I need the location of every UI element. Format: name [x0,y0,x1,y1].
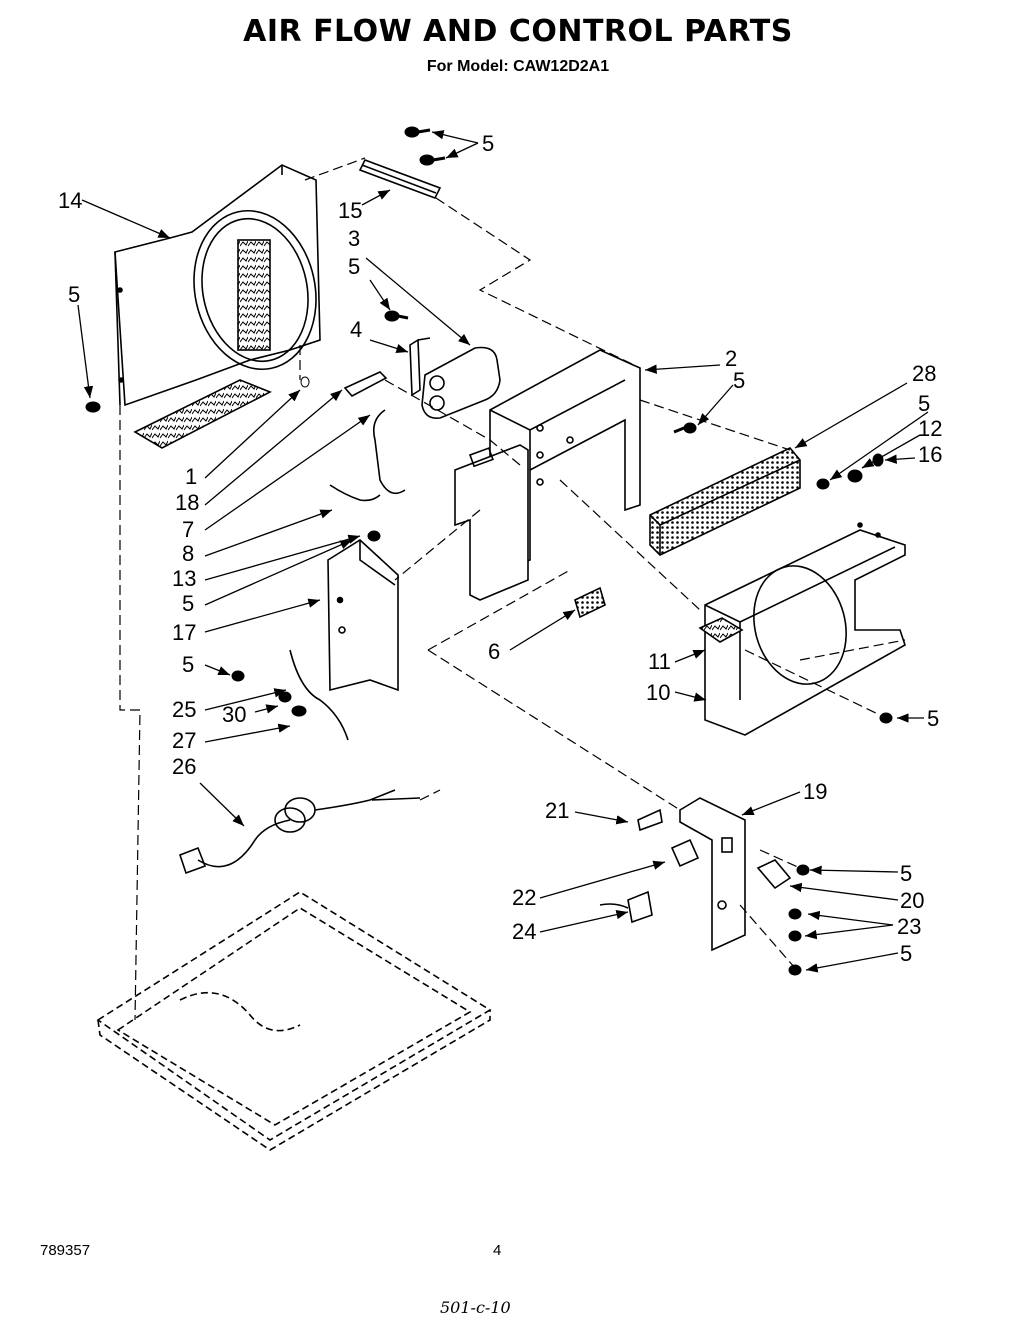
grille-part-28 [649,447,801,556]
callout-17: 17 [172,620,196,645]
callout-3: 3 [348,226,360,251]
callout-26: 26 [172,754,196,779]
capacitor-part-3 [421,346,501,420]
switch-part-22 [670,838,700,868]
blower-housing-part-10 [704,522,906,736]
leader-lines [77,130,929,973]
air-panel-part-14 [114,164,321,407]
page-title: AIR FLOW AND CONTROL PARTS [243,14,793,49]
callout-1: 1 [185,464,197,489]
callout-13: 13 [172,566,196,591]
nut-icon [847,469,863,483]
callout-30: 30 [222,702,246,727]
callout-16: 16 [918,442,942,467]
callout-10: 10 [646,680,670,705]
callout-5: 5 [900,861,912,886]
foam-strip-part-1 [133,379,272,449]
screw-icon [673,422,697,434]
callout-27: 27 [172,728,196,753]
callout-25: 25 [172,697,196,722]
screw-icon [788,908,802,920]
wire-part-8 [329,484,381,502]
screw-icon [85,401,101,413]
callout-23: 23 [897,914,921,939]
screw-icon [879,712,893,724]
screw-icon [872,453,884,467]
callout-19: 19 [803,779,827,804]
screw-icon [788,964,802,976]
callout-5: 5 [482,131,494,156]
clip-part-21 [637,808,663,832]
screw-icon [231,670,245,682]
callout-20: 20 [900,888,924,913]
callout-7: 7 [182,517,194,542]
capacitor-strap-part-4 [409,337,431,397]
control-plate-part-19 [679,797,746,952]
foam-seal-part-11 [698,617,744,643]
page-number: 4 [493,1242,502,1259]
bracket-part-15 [358,158,442,200]
callout-5: 5 [182,591,194,616]
callout-28: 28 [912,361,936,386]
callout-2: 2 [725,346,737,371]
clip-icon [300,376,310,388]
callout-5: 5 [182,652,194,677]
screw-icon [788,930,802,942]
callout-labels: 5 14 15 3 5 5 4 2 5 28 5 12 16 1 18 7 8 … [58,131,942,966]
callout-5: 5 [900,941,912,966]
callout-5: 5 [348,254,360,279]
callout-24: 24 [512,919,536,944]
screw-icon [796,864,810,876]
callout-6: 6 [488,639,500,664]
callout-5: 5 [68,282,80,307]
control-bracket-part-2 [454,349,641,601]
base-pan [96,891,492,1151]
bracket-part-18 [343,371,388,398]
knob-part-20 [756,859,792,890]
callout-21: 21 [545,798,569,823]
model-label: For Model: CAW12D2A1 [426,58,610,75]
callout-5: 5 [918,391,930,416]
callout-22: 22 [512,885,536,910]
screw-icon [367,530,381,542]
wire-part-7 [372,409,406,495]
callout-15: 15 [338,198,362,223]
callout-4: 4 [350,317,362,342]
callout-14: 14 [58,188,82,213]
power-cord-part-26 [179,789,421,875]
screw-icon [419,154,446,166]
thermostat-part-24 [599,890,653,924]
part-code: 789357 [40,1242,91,1259]
callout-18: 18 [175,490,199,515]
callout-8: 8 [182,541,194,566]
callout-5: 5 [733,368,745,393]
assembly-lines [119,157,906,1021]
screw-icon [404,126,431,138]
callout-11: 11 [648,649,671,674]
mount-plate-part-17 [327,538,399,692]
handwritten-note: 501-c-10 [440,1298,511,1317]
filter-part-6 [574,586,606,619]
screw-icon [291,705,307,717]
screw-icon [816,478,830,490]
callout-12: 12 [918,416,942,441]
callout-5: 5 [927,706,939,731]
screw-icon [278,691,292,703]
screw-icon [384,310,409,322]
wire-part-25 [289,649,349,741]
